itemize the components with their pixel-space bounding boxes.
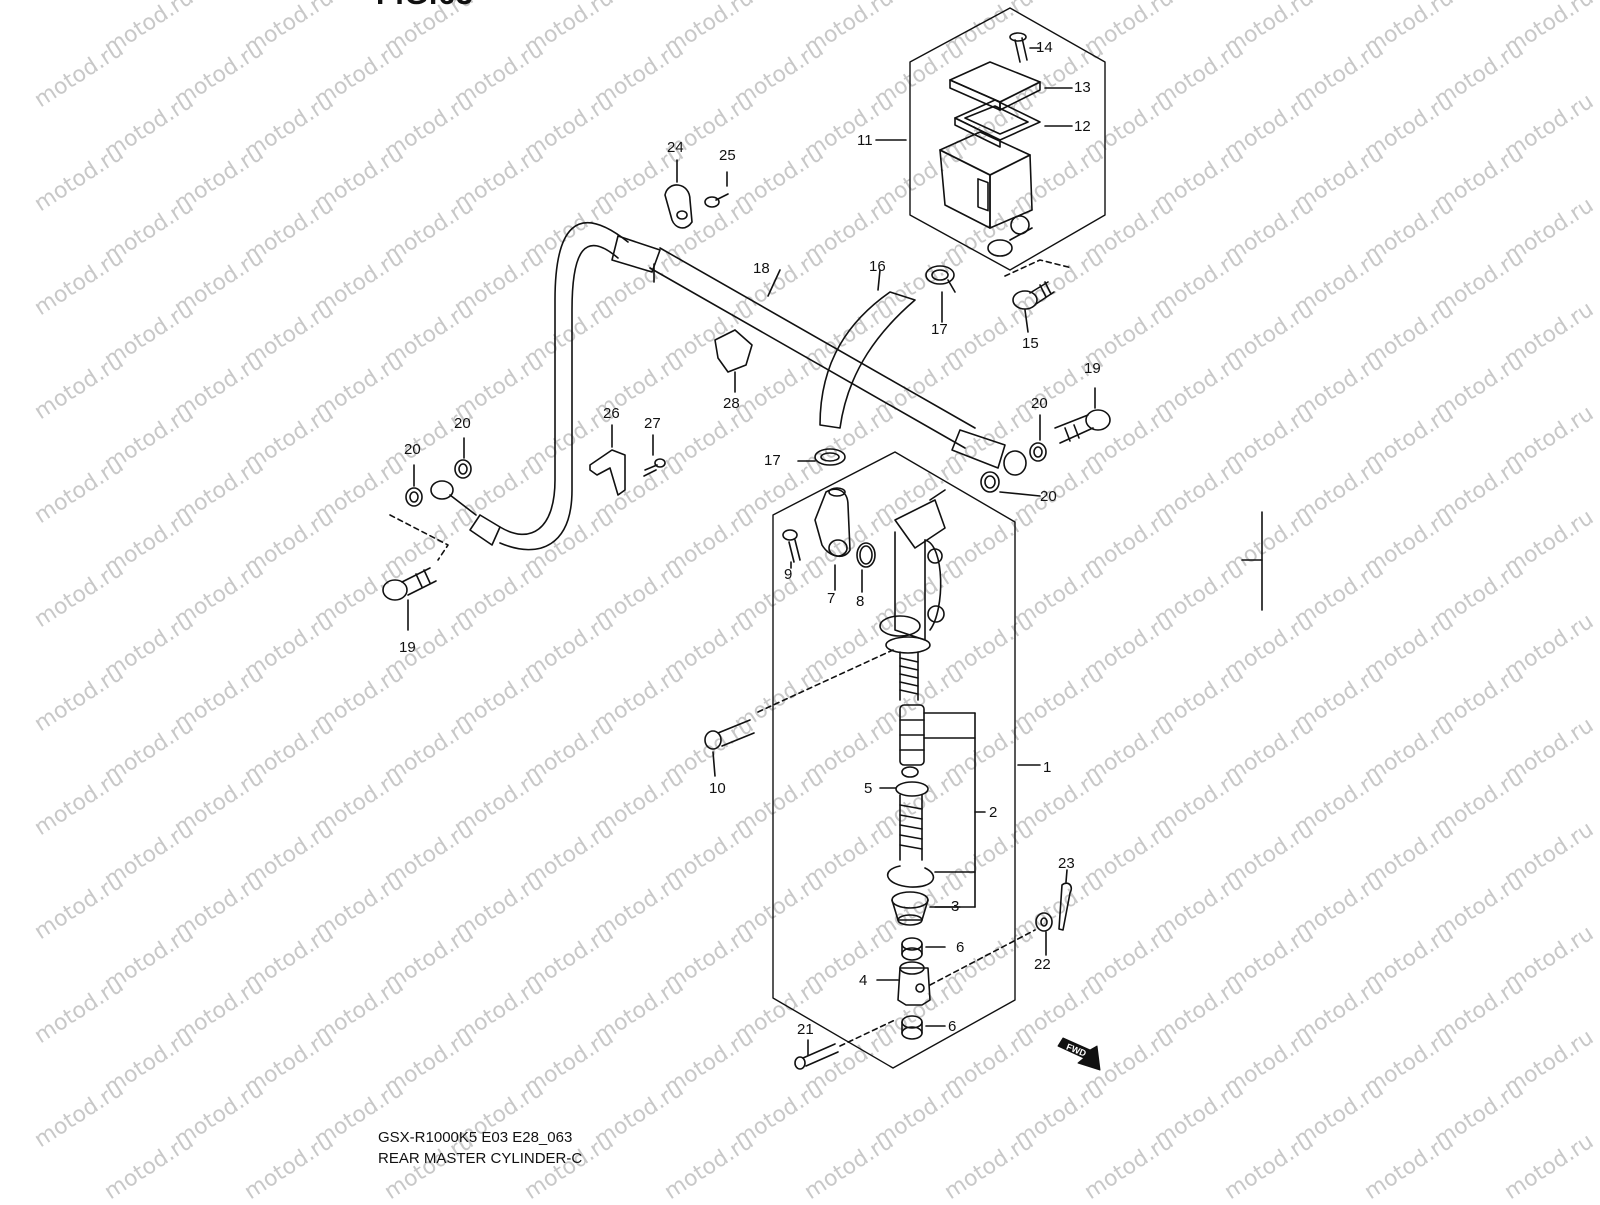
fwd-badge-text: FWD <box>1065 1042 1088 1059</box>
nut-lower-part <box>901 1015 946 1040</box>
callout-27: 27 <box>644 415 661 432</box>
cotter-pin-part <box>1058 869 1073 931</box>
nut-upper-part <box>901 937 946 961</box>
callout-26: 26 <box>603 405 620 422</box>
callout-20-right-lower: 20 <box>1040 488 1057 505</box>
callout-12: 12 <box>1074 118 1091 135</box>
callout-9: 9 <box>784 566 793 583</box>
callout-19-left: 19 <box>399 639 416 656</box>
callout-11: 11 <box>857 132 873 149</box>
callout-25: 25 <box>719 147 736 164</box>
callout-20-left-upper: 20 <box>454 415 471 432</box>
callout-14: 14 <box>1036 39 1053 56</box>
piston-spring-part <box>899 651 919 701</box>
callout-6-upper: 6 <box>956 939 965 956</box>
callout-13: 13 <box>1074 79 1091 96</box>
circlip-part <box>886 865 935 888</box>
figure-number: FIG.63 <box>376 0 474 12</box>
piston-part <box>899 704 925 766</box>
callout-10: 10 <box>709 780 726 797</box>
callout-28: 28 <box>723 395 740 412</box>
callout-21: 21 <box>797 1021 814 1038</box>
callout-19-right: 19 <box>1084 360 1101 377</box>
callout-4: 4 <box>859 972 868 989</box>
callout-6-lower: 6 <box>948 1018 957 1035</box>
callout-7: 7 <box>827 590 836 607</box>
push-rod-part <box>879 766 929 861</box>
union-bolt-right-part <box>1054 387 1111 444</box>
callout-20-right-upper: 20 <box>1031 395 1048 412</box>
clevis-part <box>876 929 1036 1006</box>
callout-2: 2 <box>989 804 998 821</box>
clip-bolt-part <box>704 171 729 208</box>
model-code-caption: GSX-R1000K5 E03 E28_063 <box>378 1129 573 1146</box>
master-cylinder-body-part <box>879 489 946 654</box>
hose-joint-part <box>814 487 851 591</box>
pivot-bolt-part <box>704 649 894 777</box>
fwd-arrow-icon: FWD <box>1057 1037 1101 1071</box>
callout-3: 3 <box>951 898 960 915</box>
union-bolt-left-part <box>382 514 449 631</box>
reservoir-diaphragm-part <box>954 99 1073 148</box>
hose-clamp-upper-part <box>925 265 956 323</box>
boot-part <box>891 891 961 926</box>
reservoir-screw-part <box>1009 32 1041 63</box>
washer-left-part <box>405 464 423 507</box>
reservoir-assembly-box <box>909 7 1106 271</box>
callout-1: 1 <box>1043 759 1052 776</box>
callout-15: 15 <box>1022 335 1039 352</box>
clevis-pin-part <box>794 1019 896 1070</box>
bracket-bolt-part <box>643 434 666 477</box>
washer-left-upper-part <box>454 437 472 479</box>
callout-16: 16 <box>869 258 886 275</box>
edge-marks <box>1241 511 1263 611</box>
reservoir-bolt-part <box>1004 259 1073 333</box>
callout-20-left: 20 <box>404 441 421 458</box>
piston-set-bracket <box>923 712 986 908</box>
washer-right-part <box>1029 414 1047 462</box>
callout-24: 24 <box>667 139 684 156</box>
callout-18: 18 <box>753 260 770 277</box>
callout-17-upper: 17 <box>931 321 948 338</box>
joint-screw-part <box>782 529 801 569</box>
callout-17-lower: 17 <box>764 452 781 469</box>
reservoir-body-part <box>875 131 1033 257</box>
reservoir-cap-part <box>949 61 1073 111</box>
hose-guide-part <box>714 329 753 393</box>
master-cylinder-box <box>772 451 1041 1069</box>
callout-5: 5 <box>864 780 873 797</box>
washer-right-lower-part <box>980 471 1041 497</box>
hose-bracket-part <box>589 424 626 496</box>
hose-clip-part <box>664 159 693 229</box>
callout-23: 23 <box>1058 855 1075 872</box>
hose-clamp-lower-part <box>797 448 846 466</box>
joint-o-ring-part <box>856 542 876 593</box>
callout-22: 22 <box>1034 956 1051 973</box>
diagram-title-caption: REAR MASTER CYLINDER-C <box>378 1150 583 1167</box>
callout-8: 8 <box>856 593 865 610</box>
reservoir-hose-part <box>819 269 916 429</box>
brake-hose-part <box>430 222 1027 551</box>
pin-washer-part <box>1035 912 1053 956</box>
